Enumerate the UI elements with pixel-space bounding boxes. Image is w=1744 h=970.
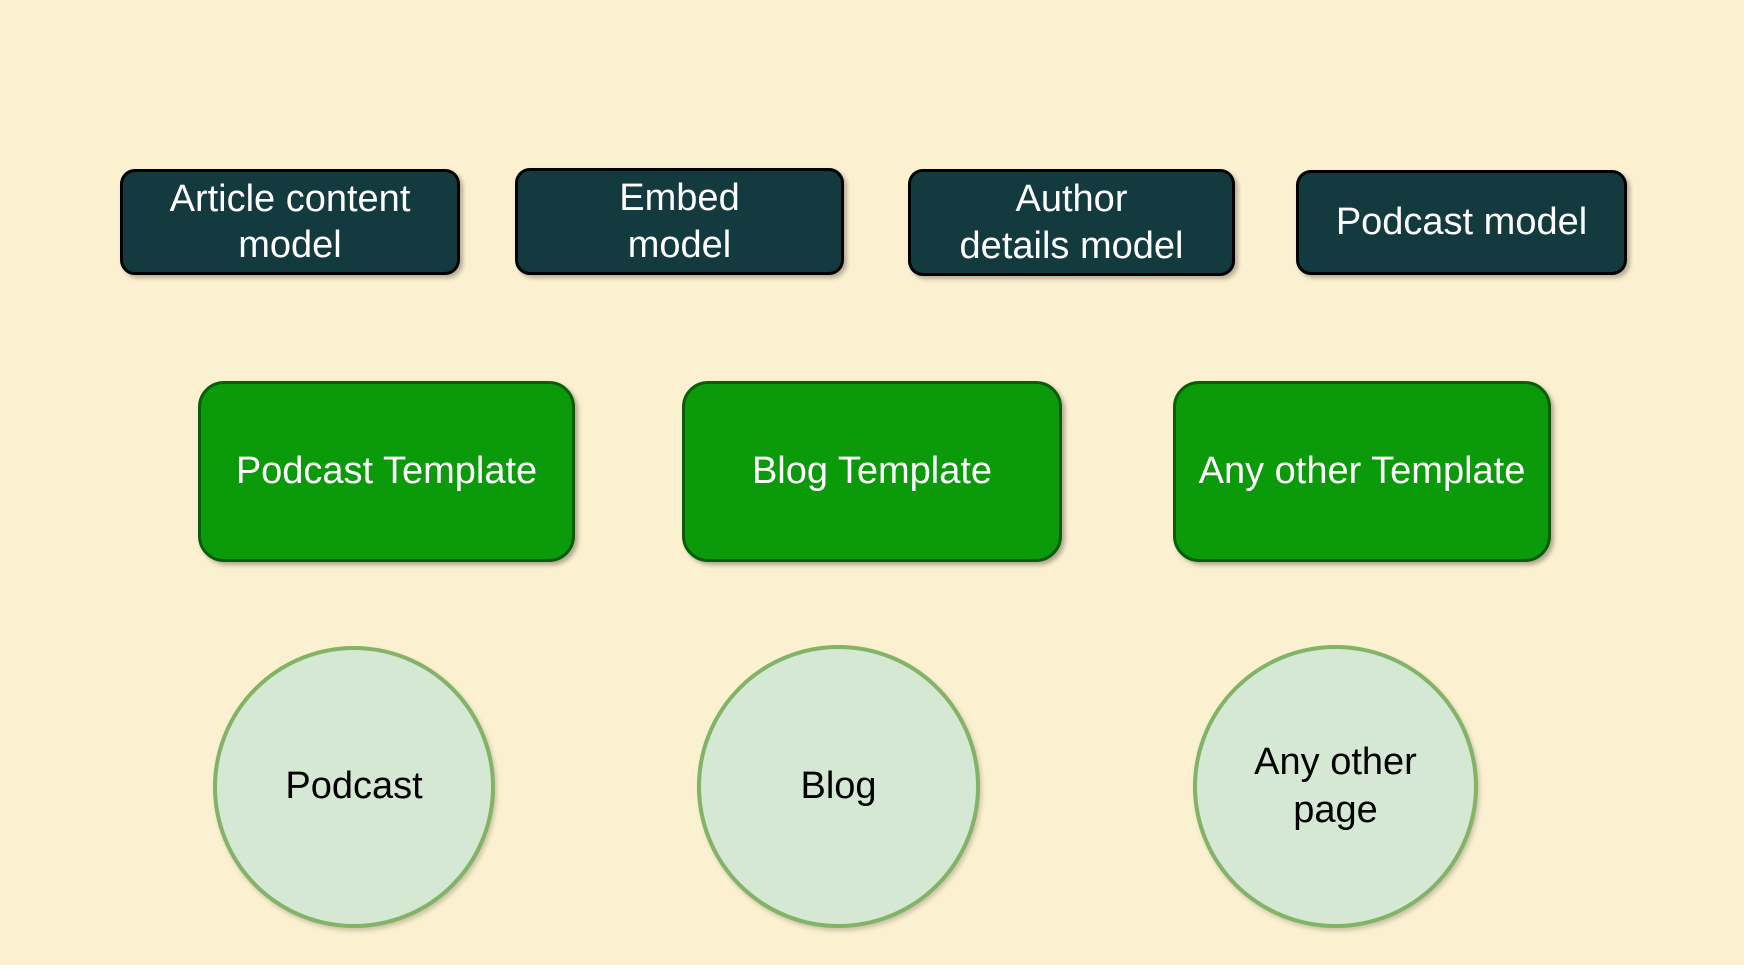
page-circle-any-other: Any other page xyxy=(1193,645,1478,928)
model-box-podcast: Podcast model xyxy=(1296,170,1627,275)
model-box-embed: Embed model xyxy=(515,168,844,275)
model-box-label: Article content model xyxy=(169,177,411,266)
model-box-author-details: Author details model xyxy=(908,169,1235,276)
page-circle-label: Podcast xyxy=(285,765,423,808)
page-circle-blog: Blog xyxy=(697,645,980,928)
model-box-label: Podcast model xyxy=(1335,201,1588,244)
template-box-label: Any other Template xyxy=(1198,450,1526,493)
window-bottom-edge xyxy=(0,965,1744,970)
model-box-label: Embed model xyxy=(619,177,740,266)
template-box-blog: Blog Template xyxy=(682,381,1062,562)
template-box-any-other: Any other Template xyxy=(1173,381,1551,562)
template-box-label: Podcast Template xyxy=(235,450,538,493)
template-box-podcast: Podcast Template xyxy=(198,381,575,562)
template-box-label: Blog Template xyxy=(751,450,993,493)
model-box-article-content: Article content model xyxy=(120,169,460,275)
page-circle-podcast: Podcast xyxy=(213,646,495,928)
model-box-label: Author details model xyxy=(959,178,1184,267)
page-circle-label: Any other page xyxy=(1254,741,1417,831)
page-circle-label: Blog xyxy=(800,764,877,807)
